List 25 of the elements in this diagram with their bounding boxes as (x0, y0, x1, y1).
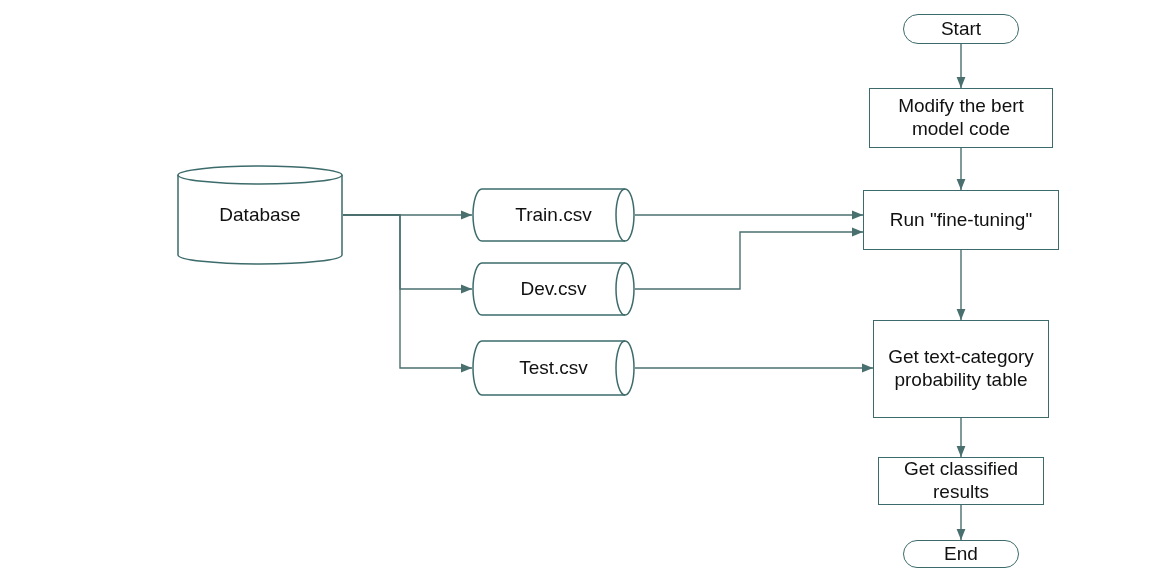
node-label: End (943, 542, 979, 566)
process-box (863, 190, 1059, 250)
node-label: Run "fine-tuning" (888, 208, 1034, 232)
arrow (634, 363, 874, 373)
arrow (634, 227, 864, 290)
node-label: Modify the bert model code (897, 95, 1025, 141)
node-label: Dev.csv (519, 277, 588, 301)
arrow (634, 210, 864, 220)
node-label: Get classified results (902, 458, 1019, 504)
process-box (873, 320, 1049, 418)
node-label: Test.csv (518, 356, 589, 380)
arrow (956, 504, 966, 541)
arrow (956, 43, 966, 89)
terminal-box (903, 540, 1019, 568)
node-label: Database (218, 203, 302, 227)
node-label: Train.csv (514, 203, 593, 227)
arrow (956, 147, 966, 191)
arrow (342, 214, 473, 373)
process-box (878, 457, 1044, 505)
node-label: Start (939, 17, 983, 41)
arrow (956, 417, 966, 458)
terminal-box (903, 14, 1019, 44)
process-box (869, 88, 1053, 148)
arrow (956, 249, 966, 321)
node-label: Get text-category probability table (887, 346, 1035, 392)
